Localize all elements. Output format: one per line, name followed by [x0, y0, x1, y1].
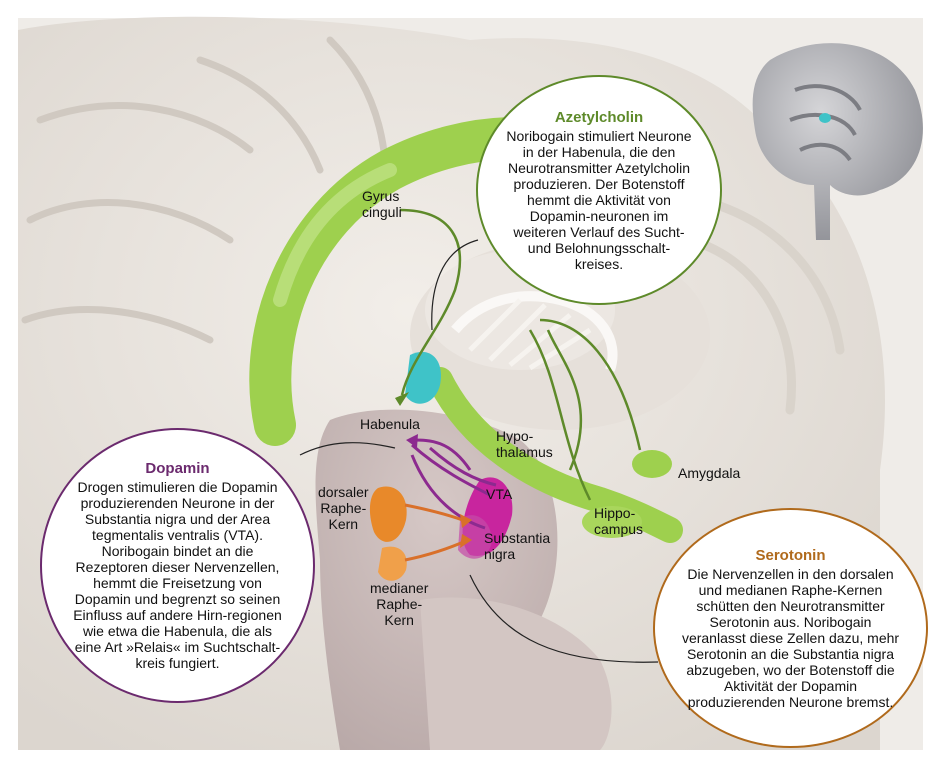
serotonin-title: Serotonin — [755, 546, 826, 564]
leader-lines — [299, 239, 659, 663]
label-hypothalamus: Hypo- thalamus — [496, 428, 553, 460]
label-dorsal-raphe: dorsaler Raphe- Kern — [318, 484, 369, 532]
median-raphe-region — [378, 546, 407, 581]
arrowhead-serotonin-2 — [460, 534, 472, 548]
acetylcholine-title: Azetylcholin — [554, 108, 644, 126]
label-amygdala: Amygdala — [678, 465, 741, 481]
label-vta: VTA — [486, 486, 513, 502]
label-hippocampus: Hippo- campus — [594, 505, 644, 537]
arrowhead-serotonin-1 — [460, 514, 472, 528]
arrowhead-habenula — [395, 392, 409, 406]
label-substantia-nigra: Substantia nigra — [484, 530, 551, 562]
serotonin-text: Die Nervenzellen in den dorsalen und med… — [681, 565, 900, 710]
label-habenula: Habenula — [360, 416, 420, 432]
label-median-raphe: medianer Raphe- Kern — [370, 580, 429, 628]
acetylcholine-text: Noribogain stimuliert Neurone in der Hab… — [506, 127, 692, 272]
mini-brain-icon — [752, 43, 923, 240]
acetylcholine-pathways — [399, 208, 642, 501]
dopamine-title: Dopamin — [145, 460, 210, 477]
acetylcholine-info-box: Azetylcholin Noribogain stimuliert Neuro… — [476, 75, 722, 305]
dorsal-raphe-region — [369, 486, 407, 542]
dopamine-text: Drogen stimulieren die Dopamin produzier… — [73, 479, 282, 671]
serotonin-info-box: Serotonin Die Nervenzellen in den dorsal… — [653, 508, 928, 748]
label-gyrus-cinguli: Gyrus cinguli — [362, 188, 402, 220]
arrowhead-dopamine — [406, 434, 418, 448]
dopamine-info-box: Dopamin Drogen stimulieren die Dopamin p… — [40, 428, 315, 703]
